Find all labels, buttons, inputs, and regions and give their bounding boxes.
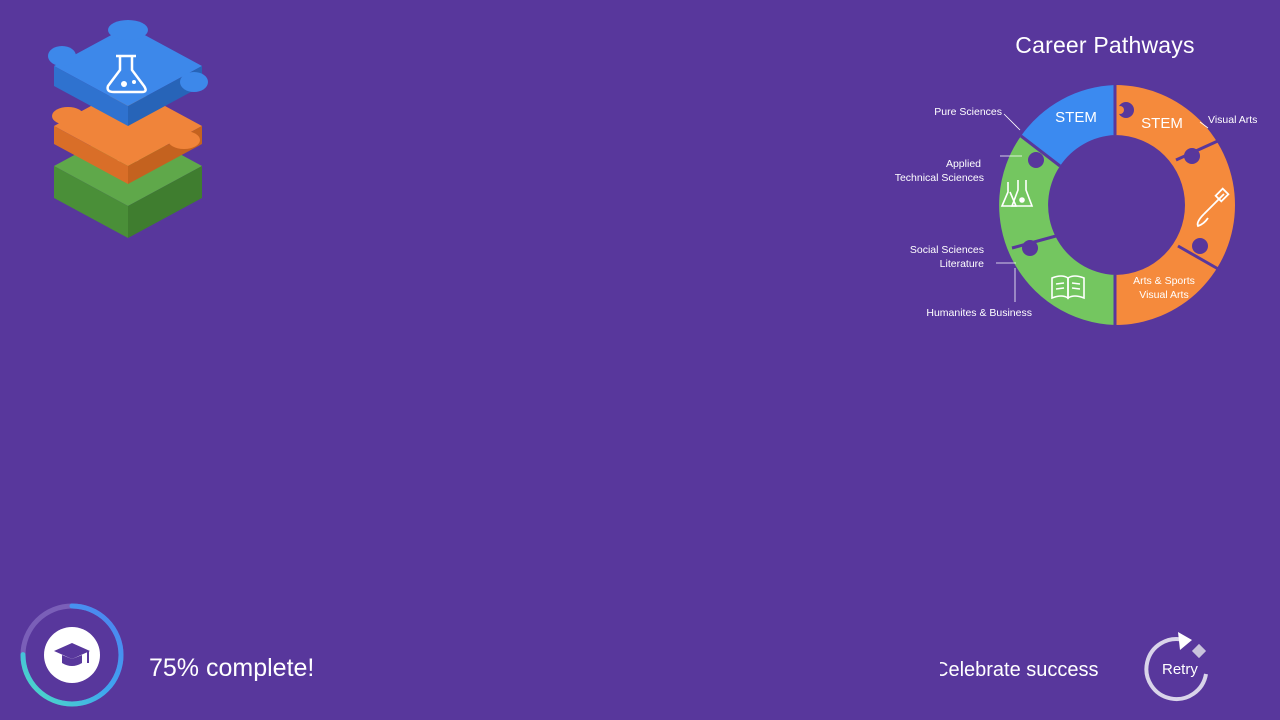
stem-blue-segment [1021,85,1115,166]
stem-left-label: STEM [1055,109,1097,126]
retry-button[interactable]: Retry [1144,630,1216,706]
green-segment [999,136,1115,325]
applied-label: Applied [946,158,981,170]
stem-right-label: STEM [1141,115,1183,132]
pure-sciences-label: Pure Sciences [934,106,1002,118]
retry-label: Retry [1162,661,1198,678]
beakers-icon [1000,180,1034,207]
progress-ring [18,601,126,709]
paintbrush-icon [1196,187,1230,228]
career-pathways-ring: STEM STEM Arts & Sports Visual Arts [880,78,1280,338]
arts-sports-label: Arts & Sports [1133,275,1195,287]
book-icon [1051,275,1085,300]
puzzle-stack-logo [44,16,212,246]
literature-label: Literature [940,258,985,270]
celebrate-success-label: Celebrate success [940,659,1099,681]
social-sciences-label: Social Sciences [910,244,984,256]
progress-arc [20,603,124,707]
progress-text: 75% complete! [149,654,315,682]
retry-icon [1144,632,1208,701]
career-pathways-title: Career Pathways [1015,32,1195,58]
visual-arts-label: Visual Arts [1208,114,1257,126]
technical-sciences-label: Technical Sciences [895,172,984,184]
orange-segment [1115,85,1235,325]
celebrate-success-button[interactable]: Celebrate success [940,640,1120,700]
puzzle-stack-icon [48,20,208,238]
humanities-business-label: Humanites & Business [926,307,1032,319]
arts-visual-label: Visual Arts [1139,289,1188,301]
